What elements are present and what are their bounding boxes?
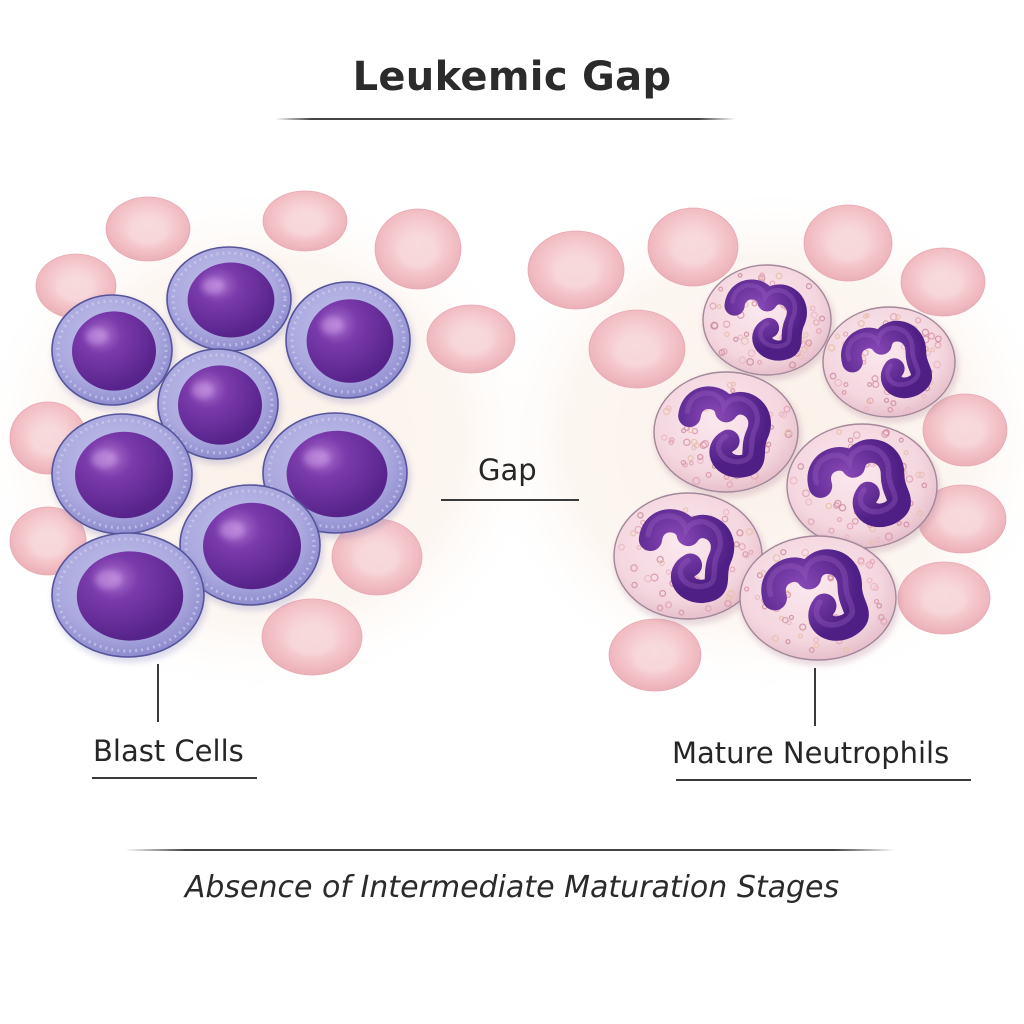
neutrophil <box>653 371 802 498</box>
blast-nucleus <box>72 311 156 391</box>
red-blood-cell <box>527 230 625 310</box>
blast-cells-underline <box>92 777 257 779</box>
red-blood-cell <box>897 561 991 635</box>
red-blood-cell <box>261 598 363 676</box>
blast-leader-line <box>157 664 159 722</box>
neutrophil <box>739 535 900 666</box>
neutrophil-nucleus <box>841 320 932 399</box>
blast-cell <box>179 484 324 611</box>
caption-rule <box>125 849 895 851</box>
neutrophil <box>702 264 835 381</box>
neutrophil <box>613 492 766 625</box>
mature-neutrophils-label: Mature Neutrophils <box>672 736 950 770</box>
neutrophil <box>822 306 959 423</box>
red-blood-cell <box>426 304 516 374</box>
blast-cell <box>285 281 414 404</box>
red-blood-cell <box>900 247 986 317</box>
blast-cell <box>51 532 208 663</box>
mature-neutrophils-underline <box>676 779 971 781</box>
red-blood-cells <box>9 190 1008 692</box>
gap-label: Gap <box>478 453 537 487</box>
caption: Absence of Intermediate Maturation Stage… <box>184 870 840 905</box>
neutrophil-nucleus <box>807 439 911 528</box>
blast-nucleus <box>75 431 173 519</box>
neutrophil-nucleus <box>724 279 807 361</box>
neutrophil-nucleus <box>678 386 771 478</box>
neutrophil-cluster <box>613 264 959 666</box>
gap-underline <box>441 499 579 501</box>
red-blood-cell <box>588 309 686 389</box>
red-blood-cell <box>331 518 423 596</box>
blast-cell <box>157 348 282 465</box>
red-blood-cell <box>374 208 462 290</box>
blast-nucleus <box>76 551 184 641</box>
blast-cell <box>51 294 176 411</box>
neutrophil-nucleus <box>638 509 735 604</box>
blast-nucleus <box>203 502 301 590</box>
blast-nucleus <box>187 262 275 338</box>
blast-nucleus <box>178 365 262 445</box>
red-blood-cell <box>917 484 1007 554</box>
neutrophil-nucleus <box>761 549 869 641</box>
red-blood-cell <box>105 196 191 262</box>
blast-cell-cluster <box>51 246 414 663</box>
blast-cell <box>166 246 295 357</box>
blast-cells-label: Blast Cells <box>93 734 244 768</box>
blast-cell <box>51 413 196 540</box>
neutrophil <box>786 423 941 554</box>
red-blood-cell <box>922 393 1008 467</box>
red-blood-cell <box>647 207 739 287</box>
title-rule <box>275 118 735 120</box>
neutrophil-leader-line <box>814 668 816 726</box>
page-title: Leukemic Gap <box>352 54 672 100</box>
red-blood-cell <box>803 204 893 282</box>
blast-nucleus <box>306 299 394 383</box>
red-blood-cell <box>608 618 702 692</box>
red-blood-cell <box>262 190 348 252</box>
